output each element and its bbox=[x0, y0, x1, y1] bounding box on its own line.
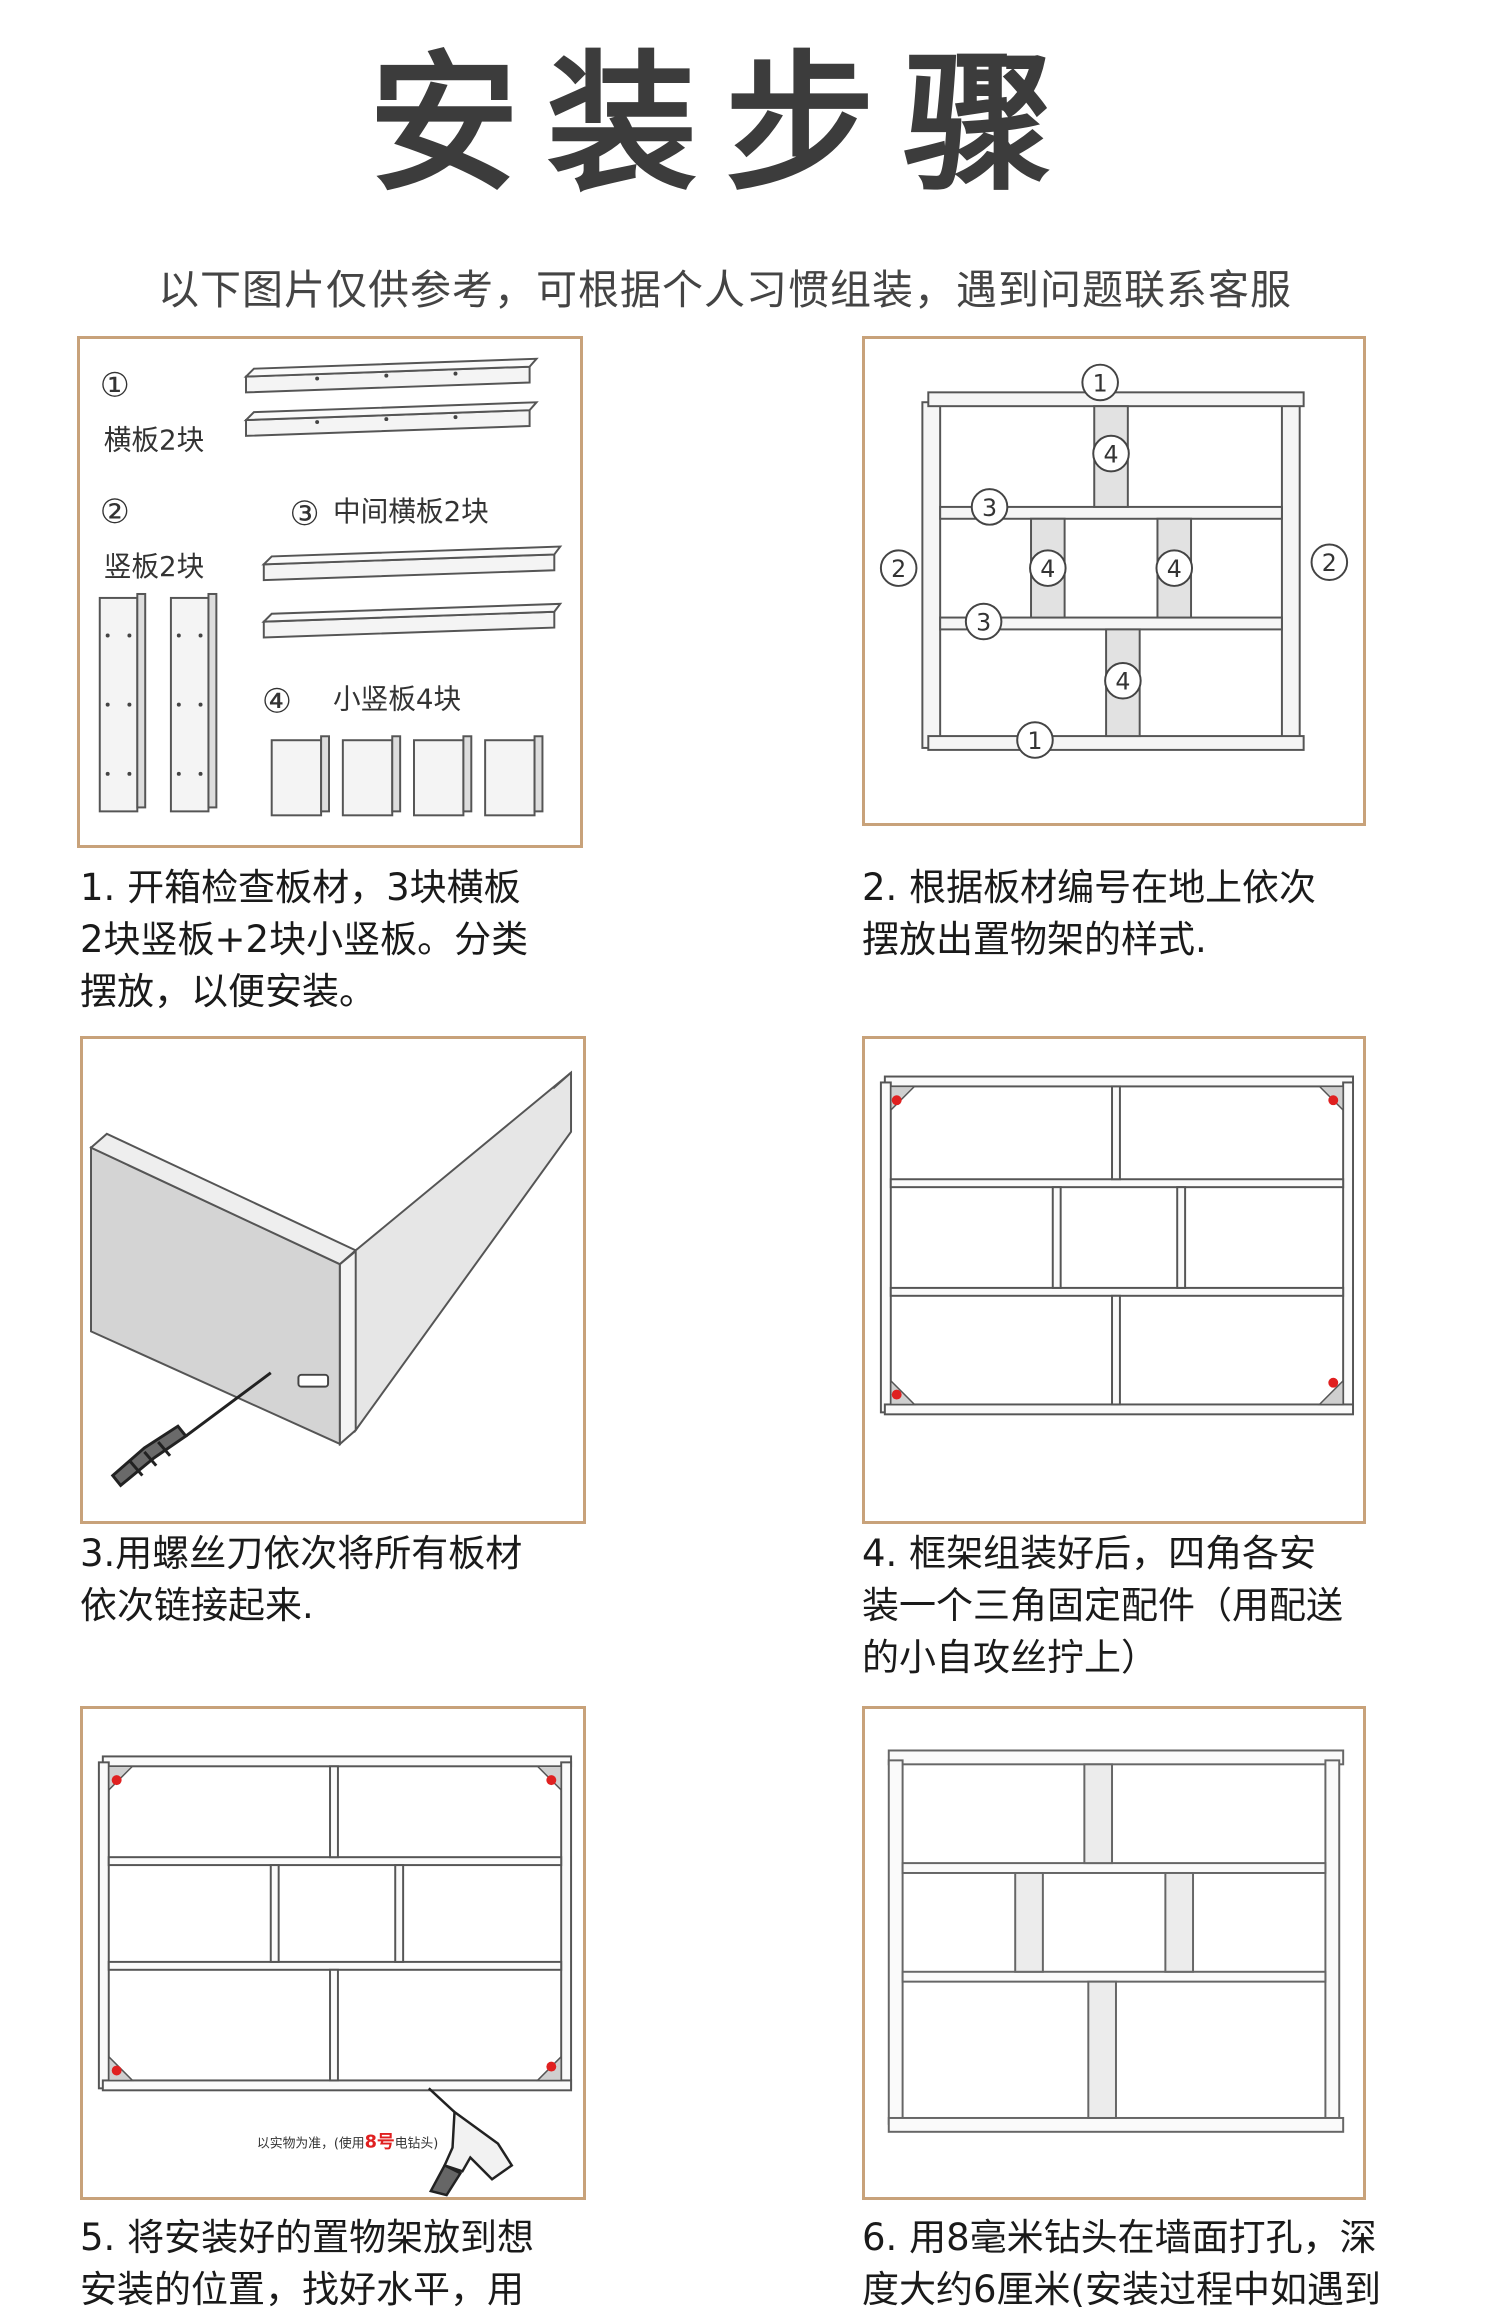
step3-caption: 3.用螺丝刀依次将所有板材 依次链接起来. bbox=[80, 1532, 523, 1627]
step1-caption: 1. 开箱检查板材，3块横板 2块竖板+2块小竖板。分类 摆放，以便安装。 bbox=[80, 866, 529, 1013]
page-title: 安装步骤 bbox=[368, 38, 1081, 212]
layout-divider-a: 4 bbox=[1103, 440, 1118, 468]
layout-bottom-board: 1 bbox=[1027, 727, 1042, 755]
part2-label: 竖板2块 bbox=[104, 550, 205, 583]
page-subtitle: 以下图片仅供参考，可根据个人习惯组装，遇到问题联系客服 bbox=[158, 266, 1292, 314]
step5-caption: 5. 将安装好的置物架放到想 安装的位置，找好水平，用 bbox=[80, 2216, 535, 2311]
layout-shelf-upper: 3 bbox=[982, 494, 997, 522]
layout-divider-d: 4 bbox=[1115, 668, 1130, 696]
drill-bit-size: 8号 bbox=[365, 2132, 395, 2153]
step2-illustration: 1 1 2 2 3 3 4 4 4 4 bbox=[862, 336, 1366, 826]
part4-number: ④ bbox=[262, 682, 292, 721]
part2-number: ② bbox=[100, 492, 130, 531]
screwdriver-joint-diagram bbox=[89, 1070, 573, 1488]
step3-illustration bbox=[80, 1036, 586, 1524]
step2-caption: 2. 根据板材编号在地上依次 摆放出置物架的样式. bbox=[862, 866, 1317, 961]
step5-illustration: 以实物为准，(使用8号电钻头) bbox=[80, 1706, 586, 2200]
step1-illustration: ① 横板2块 ② 竖板2块 ③ 中间横板2块 ④ 小竖板4块 bbox=[77, 336, 583, 848]
step6-illustration bbox=[862, 1706, 1366, 2200]
part4-label: 小竖板4块 bbox=[333, 683, 461, 716]
part3-label: 中间横板2块 bbox=[333, 495, 489, 528]
frame-brackets-diagram bbox=[879, 1075, 1355, 1416]
layout-divider-b: 4 bbox=[1040, 555, 1055, 583]
layout-left-board: 2 bbox=[891, 555, 906, 583]
layout-divider-c: 4 bbox=[1167, 555, 1182, 583]
finished-shelf-diagram bbox=[887, 1749, 1345, 2133]
part1-label: 横板2块 bbox=[104, 424, 205, 457]
layout-right-board: 2 bbox=[1322, 549, 1337, 577]
layout-shelf-lower: 3 bbox=[976, 608, 991, 636]
frame-drill-diagram: 以实物为准，(使用8号电钻头) bbox=[97, 1755, 573, 2197]
parts-diagram: ① 横板2块 ② 竖板2块 ③ 中间横板2块 ④ 小竖板4块 bbox=[98, 357, 563, 817]
step4-illustration bbox=[862, 1036, 1366, 1524]
layout-top-board: 1 bbox=[1093, 369, 1108, 397]
part3-number: ③ bbox=[289, 494, 319, 533]
step6-caption: 6. 用8毫米钻头在墙面打孔，深 度大约6厘米(安装过程中如遇到 bbox=[862, 2216, 1381, 2311]
step4-caption: 4. 框架组装好后，四角各安 装一个三角固定配件（用配送 的小自攻丝拧上） bbox=[862, 1532, 1343, 1679]
layout-diagram: 1 1 2 2 3 3 4 4 4 4 bbox=[879, 363, 1349, 759]
part1-number: ① bbox=[100, 365, 130, 404]
drill-note: 以实物为准，(使用8号电钻头) bbox=[257, 2132, 438, 2153]
